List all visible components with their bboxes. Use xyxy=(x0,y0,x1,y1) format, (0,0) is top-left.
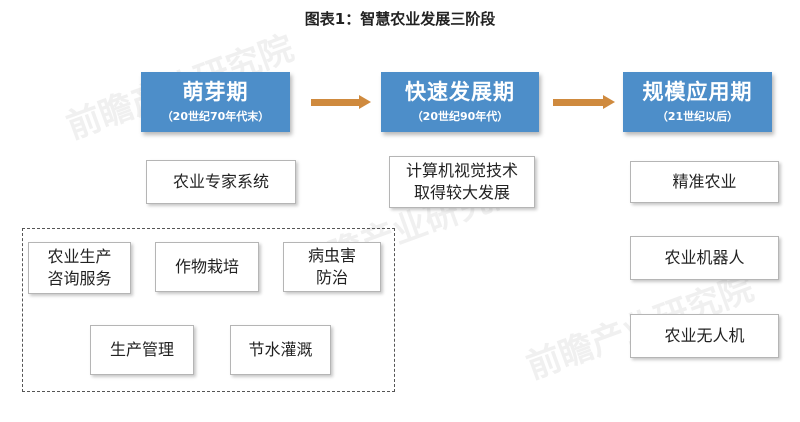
stage-name: 萌芽期 xyxy=(182,80,249,104)
chart-title: 图表1：智慧农业发展三阶段 xyxy=(304,10,496,28)
expert-system-box: 农业专家系统 xyxy=(146,160,296,204)
stage-name: 快速发展期 xyxy=(405,80,515,104)
agricultural-robot-box: 农业机器人 xyxy=(630,236,779,280)
stage-embryonic: 萌芽期 （20世纪70年代末） xyxy=(141,72,290,132)
expert-system-applications-group xyxy=(22,228,395,392)
precision-agriculture-box: 精准农业 xyxy=(630,161,779,203)
stage-rapid-development: 快速发展期 （20世纪90年代） xyxy=(381,72,539,132)
crop-cultivation-box: 作物栽培 xyxy=(155,242,259,292)
stage-era: （21世纪以后） xyxy=(656,110,739,123)
stage-name: 规模应用期 xyxy=(642,80,753,104)
stage-era: （20世纪90年代） xyxy=(411,110,509,123)
production-management-box: 生产管理 xyxy=(90,325,194,375)
stage-scale-application: 规模应用期 （21世纪以后） xyxy=(623,72,772,132)
consulting-service-box: 农业生产 咨询服务 xyxy=(28,242,131,294)
stage-era: （20世纪70年代末） xyxy=(161,110,270,123)
pest-control-box: 病虫害 防治 xyxy=(283,242,381,292)
agricultural-drone-box: 农业无人机 xyxy=(630,314,779,358)
computer-vision-box: 计算机视觉技术 取得较大发展 xyxy=(389,156,535,208)
water-saving-irrigation-box: 节水灌溉 xyxy=(230,325,331,375)
